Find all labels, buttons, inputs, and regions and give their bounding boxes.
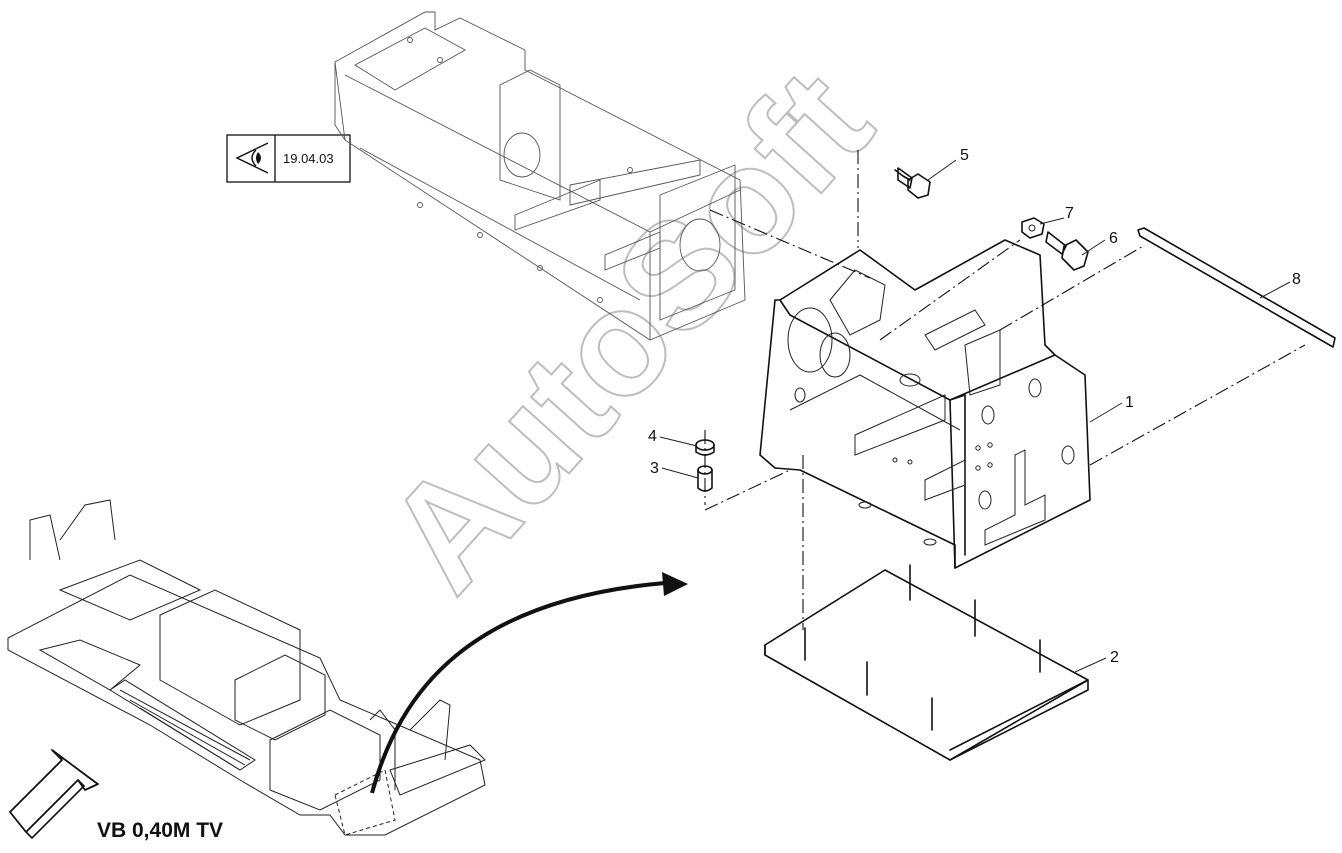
assembly-lines xyxy=(704,150,1306,630)
callout-1: 1 xyxy=(1089,394,1134,423)
base-plate-part xyxy=(764,564,1089,761)
callout-7: 7 xyxy=(1039,205,1074,225)
svg-text:5: 5 xyxy=(960,147,969,164)
svg-text:4: 4 xyxy=(648,428,657,445)
svg-text:7: 7 xyxy=(1065,205,1074,222)
reference-frame-drawing xyxy=(334,11,746,341)
callout-2: 2 xyxy=(1074,649,1119,673)
callout-4: 4 xyxy=(648,428,698,447)
model-label: VB 0,40M TV xyxy=(97,819,223,842)
svg-text:8: 8 xyxy=(1292,271,1301,288)
reference-box[interactable]: 19.04.03 xyxy=(226,134,351,183)
reference-label: 19.04.03 xyxy=(283,151,334,166)
machine-overview-drawing xyxy=(7,499,486,836)
view-eye-icon xyxy=(235,142,269,174)
svg-text:6: 6 xyxy=(1109,230,1118,247)
svg-text:AutoSoft: AutoSoft xyxy=(354,39,902,622)
callout-3: 3 xyxy=(650,460,699,479)
callout-8: 8 xyxy=(1259,271,1301,299)
stud xyxy=(804,564,1041,731)
watermark: AutoSoft xyxy=(353,38,903,623)
svg-text:3: 3 xyxy=(650,460,659,477)
direction-arrow-icon xyxy=(9,749,99,840)
bolt-part-5 xyxy=(894,167,931,199)
callout-5: 5 xyxy=(927,147,969,181)
main-bracket-part xyxy=(759,239,1091,569)
callout-6: 6 xyxy=(1081,230,1118,256)
detail-pointer-arrow xyxy=(370,572,688,794)
bolt-part-6 xyxy=(1045,231,1089,271)
svg-text:1: 1 xyxy=(1125,394,1134,411)
nut-part-7 xyxy=(1021,217,1045,239)
strip-part-8 xyxy=(1137,227,1336,348)
svg-text:2: 2 xyxy=(1110,649,1119,666)
